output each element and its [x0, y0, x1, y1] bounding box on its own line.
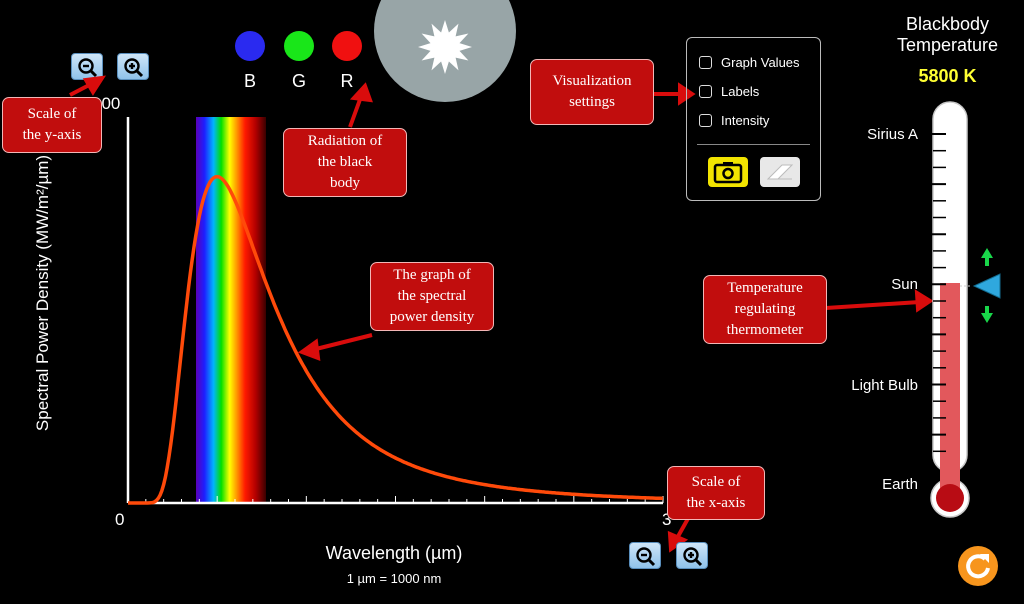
marker-light-bulb: Light Bulb	[851, 377, 918, 394]
green-indicator-dot	[284, 31, 314, 61]
x-zoom-out-button[interactable]	[629, 542, 661, 569]
arrow-up-icon	[981, 248, 993, 258]
arrow-down-shaft	[985, 306, 989, 315]
arrowhead-temperature	[914, 289, 934, 313]
x-max-label: 3	[662, 510, 672, 529]
intensity-checkbox[interactable]: Intensity	[699, 111, 769, 129]
arrowhead-graph	[297, 338, 321, 362]
x-unit-note: 1 µm = 1000 nm	[346, 571, 442, 586]
labels-label: Labels	[721, 83, 760, 99]
reset-button[interactable]	[958, 546, 998, 586]
y-zoom-in-button[interactable]	[117, 53, 149, 80]
callout-x-scale: Scale of the x-axis	[667, 466, 765, 520]
red-label: R	[340, 71, 354, 91]
callout-graph: The graph of the spectral power density	[370, 262, 494, 331]
callout-visualization: Visualization settings	[530, 59, 654, 125]
camera-icon	[713, 162, 743, 184]
arrow-up-shaft	[985, 257, 989, 266]
graph-values-label: Graph Values	[721, 54, 800, 70]
thermometer-title-line2: Temperature	[896, 35, 999, 55]
marker-earth: Earth	[882, 476, 918, 493]
snapshot-button[interactable]	[708, 157, 748, 187]
red-indicator-dot	[332, 31, 362, 61]
intensity-label: Intensity	[721, 112, 770, 128]
thermometer-ticks	[924, 133, 946, 453]
blue-indicator-dot	[235, 31, 265, 61]
visible-spectrum-band	[196, 117, 266, 503]
arrow-down-icon	[981, 313, 993, 323]
blue-label: B	[243, 71, 256, 91]
thermometer	[924, 101, 970, 518]
zoom-out-icon	[78, 58, 98, 78]
thermometer-bulb	[936, 484, 964, 512]
blackbody-glow	[374, 0, 516, 102]
arrowhead-radiation	[349, 82, 373, 103]
x-axis-title: Wavelength (µm)	[325, 543, 463, 563]
checkbox-box[interactable]	[699, 55, 712, 69]
zoom-out-icon	[636, 547, 656, 567]
y-zoom-out-button[interactable]	[71, 53, 103, 80]
y-axis-title: Spectral Power Density (MW/m²/µm)	[33, 154, 52, 432]
x-min-label: 0	[115, 510, 125, 529]
slider-handle[interactable]	[972, 273, 1001, 299]
marker-sirius-a: Sirius A	[867, 126, 918, 143]
arrow-graph	[311, 333, 373, 352]
star-icon	[418, 20, 472, 74]
visualization-settings-panel: Graph Values Labels Intensity	[686, 37, 821, 201]
reset-icon	[966, 554, 990, 579]
checkbox-box[interactable]	[699, 84, 712, 98]
graph-values-checkbox[interactable]: Graph Values	[699, 53, 800, 71]
callout-radiation: Radiation of the black body	[283, 128, 407, 197]
spectral-curve	[128, 174, 664, 505]
zoom-in-icon	[683, 547, 703, 567]
temperature-value: 5800 K	[918, 66, 977, 86]
thermometer-title-line1: Blackbody	[905, 14, 990, 34]
arrow-temperature	[825, 300, 921, 310]
temperature-slider[interactable]	[958, 246, 1008, 324]
thermometer-fluid	[940, 283, 960, 493]
callout-y-scale: Scale of the y-axis	[2, 97, 102, 153]
arrowhead-y-scale	[82, 75, 106, 96]
marker-sun: Sun	[891, 276, 918, 293]
labels-checkbox[interactable]: Labels	[699, 82, 759, 100]
zoom-in-icon	[124, 58, 144, 78]
x-zoom-in-button[interactable]	[676, 542, 708, 569]
checkbox-box[interactable]	[699, 113, 712, 127]
eraser-icon	[766, 164, 794, 180]
panel-divider	[697, 144, 810, 145]
eraser-button[interactable]	[760, 157, 800, 187]
green-label: G	[291, 71, 306, 91]
callout-temperature: Temperature regulating thermometer	[703, 275, 827, 344]
thermometer-title: Blackbody Temperature	[870, 14, 1024, 56]
callout-arrows	[69, 75, 934, 553]
